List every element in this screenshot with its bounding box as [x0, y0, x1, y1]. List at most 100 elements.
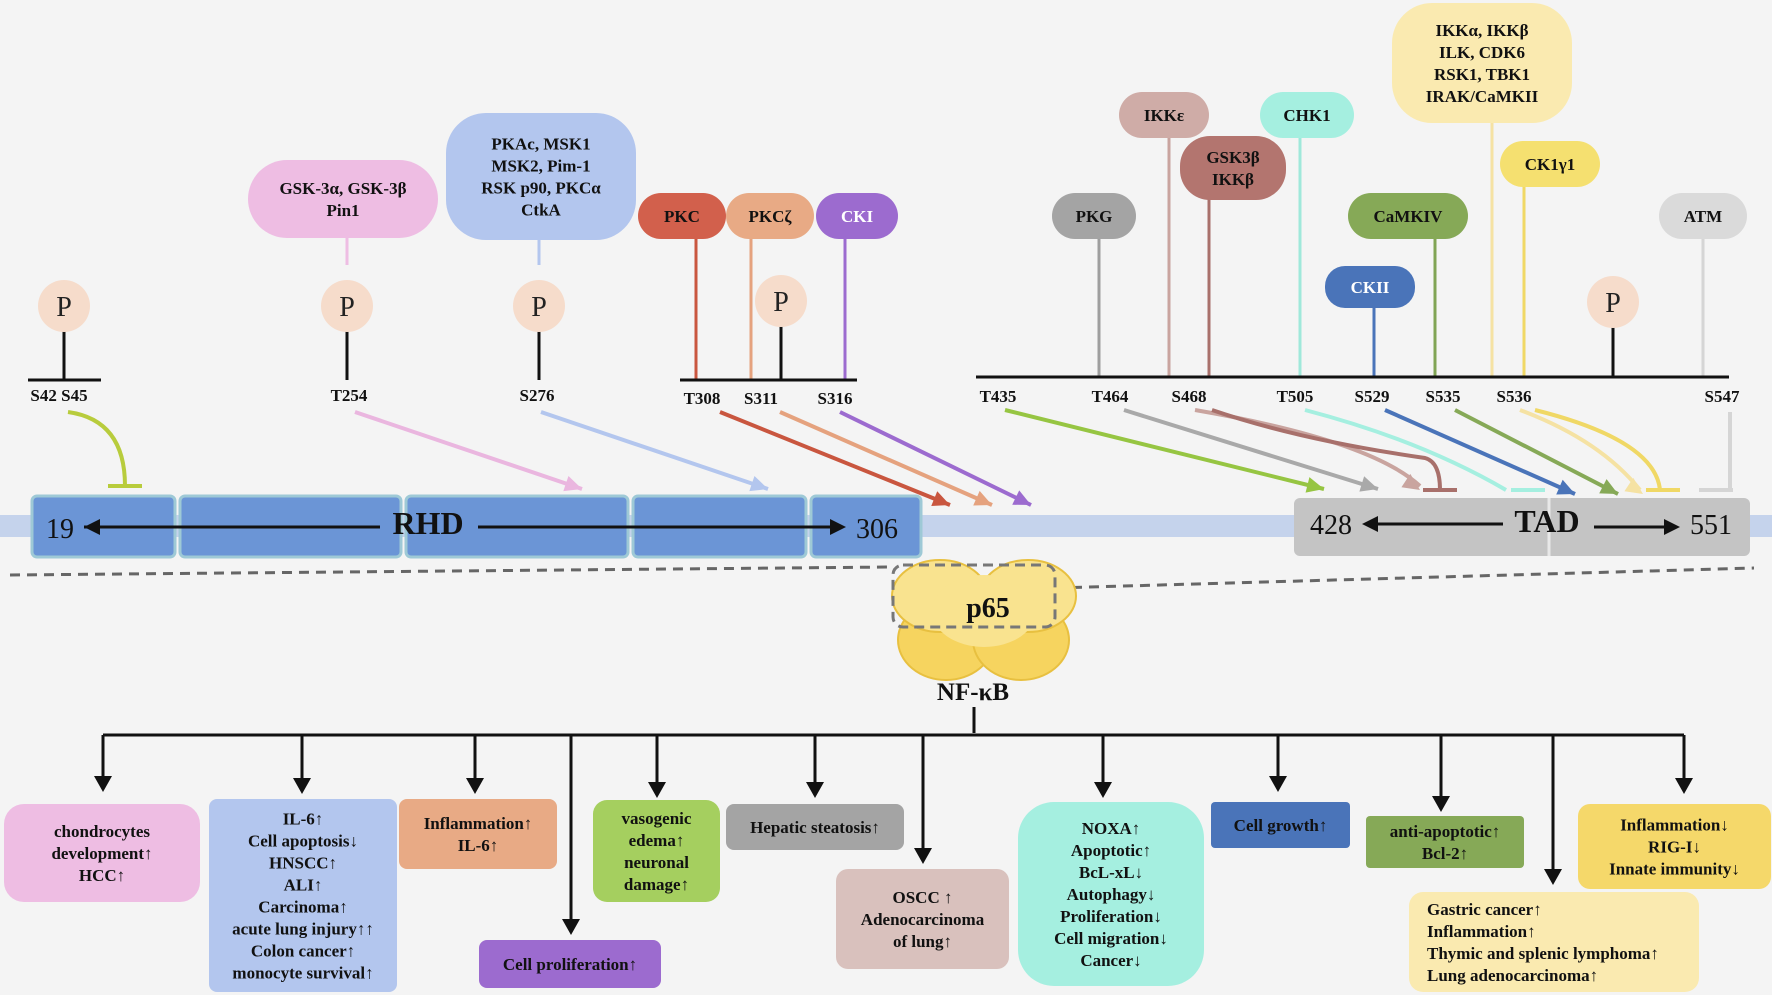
kinase-box-bg	[1348, 193, 1468, 239]
kinase-box-bg	[248, 160, 438, 238]
arrow-s316	[839, 410, 1032, 507]
phosphate-circle	[1587, 276, 1639, 328]
arrow-t435	[1004, 408, 1325, 493]
site-label-t254: T254	[331, 386, 368, 405]
kinase-label: PKCζ	[749, 207, 793, 226]
kinase-label: IKKα, IKKβ	[1435, 21, 1528, 40]
outcome-text: ALI↑	[284, 875, 323, 894]
outcome-text: anti-apoptotic↑	[1390, 822, 1501, 841]
tree-arrow	[1269, 735, 1287, 792]
tree-arrow	[293, 735, 311, 794]
outcome-text: of lung↑	[893, 932, 952, 951]
kinase-box-bg	[1180, 136, 1286, 200]
phosphate-label: P	[773, 287, 789, 318]
phosphate-circle	[755, 275, 807, 327]
site-label-t505: T505	[1277, 387, 1314, 406]
outcome-text: Autophagy↓	[1067, 885, 1156, 904]
phosphate-icon: P	[321, 280, 373, 332]
tad-start: 428	[1310, 510, 1352, 541]
site-label-s529: S529	[1355, 387, 1390, 406]
inhibit-s42-s45	[67, 410, 142, 488]
kinase-label: IKKε	[1144, 106, 1184, 125]
outcome-box-bg	[1366, 816, 1524, 868]
kinase-pkg: PKG	[1052, 193, 1136, 239]
outcome-text: Cell apoptosis↓	[248, 831, 358, 850]
arrow-s311	[779, 410, 993, 507]
kinase-label: MSK2, Pim-1	[491, 156, 590, 175]
outcome-text: edema↑	[629, 831, 685, 850]
phosphate-label: P	[1605, 288, 1621, 319]
phosphate-icon: P	[513, 280, 565, 332]
inhibit-s536	[1534, 408, 1680, 492]
outcome-box-bg	[209, 799, 397, 992]
tad-arrowhead-left	[1362, 516, 1378, 532]
rhd-arrowhead-left	[84, 519, 100, 535]
outcome-box-bg	[593, 800, 720, 902]
outcome-text: acute lung injury↑↑	[232, 919, 374, 938]
kinase-cki: CKI	[816, 193, 898, 239]
outcome-text: Inflammation↓	[1620, 815, 1729, 834]
outcome-text: Inflammation↑	[1427, 922, 1536, 941]
outcome-box-bg	[1018, 802, 1204, 986]
kinase-box-bg	[1392, 3, 1572, 123]
arrow-s529	[1384, 408, 1576, 496]
outcome-box-bg	[399, 799, 557, 869]
outcome-text: IL-6↑	[458, 836, 499, 855]
kinase-label: CKI	[841, 207, 874, 226]
site-label-s316: S316	[818, 389, 853, 408]
kinase-ck1g1: CK1γ1	[1500, 141, 1600, 187]
outcome-text: Hepatic steatosis↑	[750, 818, 880, 837]
outcome-box-bg	[1409, 892, 1699, 992]
kinase-label: RSK p90, PKCα	[481, 178, 601, 197]
site-label-s535: S535	[1426, 387, 1461, 406]
outcome-box-bg	[1211, 802, 1350, 848]
outcome-text: monocyte survival↑	[232, 963, 373, 982]
phosphate-circle	[38, 280, 90, 332]
outcome-text: Inflammation↑	[424, 814, 533, 833]
kinase-label: GSK-3α, GSK-3β	[279, 179, 406, 198]
rhd-label: RHD	[392, 505, 463, 541]
kinase-box-bg	[1659, 193, 1747, 239]
kinase-box-bg	[1325, 266, 1415, 308]
outcome-text: Innate immunity↓	[1609, 859, 1740, 878]
outcome-text: OSCC ↑	[893, 888, 953, 907]
kinase-label: ATM	[1684, 207, 1722, 226]
outcome-text: NOXA↑	[1082, 819, 1141, 838]
outcome-box-bg	[479, 940, 661, 988]
site-label-t464: T464	[1092, 387, 1129, 406]
outcome-box-bg	[836, 869, 1009, 969]
outcome-box-o4: Cell proliferation↑	[479, 940, 661, 988]
site-label-s276: S276	[520, 386, 555, 405]
outcome-text: damage↑	[624, 875, 689, 894]
kinase-box-bg	[1500, 141, 1600, 187]
outcome-text: development↑	[51, 844, 152, 863]
outcome-text: HNSCC↑	[269, 853, 337, 872]
outcome-box-bg	[4, 804, 200, 902]
site-label-s42-s45: S42 S45	[30, 386, 87, 405]
kinase-label: CKII	[1351, 278, 1390, 297]
p65-highlight-box	[891, 563, 1057, 629]
kinase-label: PKG	[1076, 207, 1113, 226]
outcome-box-o8: NOXA↑Apoptotic↑BcL-xL↓Autophagy↓Prolifer…	[1018, 802, 1204, 986]
outcome-text: Thymic and splenic lymphoma↑	[1427, 944, 1659, 963]
outcome-text: Colon cancer↑	[251, 941, 355, 960]
kinase-label: CtkA	[521, 200, 561, 219]
kinase-label: CaMKIV	[1374, 207, 1444, 226]
kinase-ckii: CKII	[1325, 266, 1415, 308]
outcome-text: neuronal	[624, 853, 689, 872]
kinase-camkiv: CaMKIV	[1348, 193, 1468, 239]
kinase-box-bg	[726, 193, 814, 239]
kinase-label: RSK1, TBK1	[1434, 65, 1530, 84]
inhibit-s468	[1211, 408, 1457, 492]
outcome-text: chondrocytes	[54, 822, 150, 841]
tad-arrowhead-right	[1664, 519, 1680, 535]
arrow-s536	[1519, 408, 1643, 494]
arrow-t308	[719, 410, 951, 507]
outcome-text: Bcl-2↑	[1422, 844, 1468, 863]
